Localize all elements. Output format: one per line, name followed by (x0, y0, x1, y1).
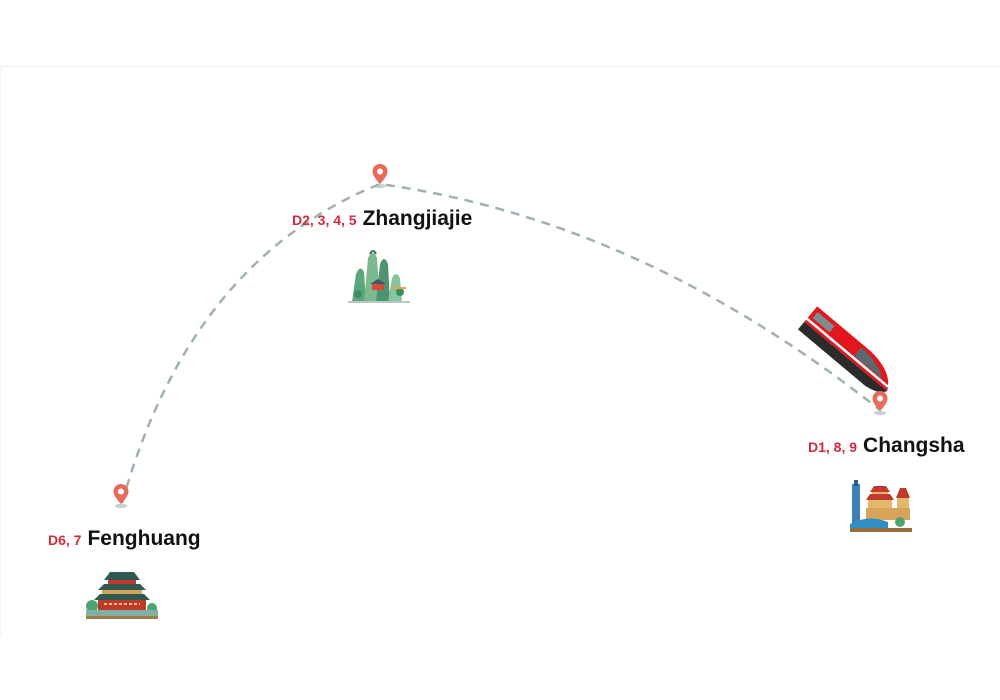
city-landmark-icon (850, 480, 912, 532)
pagoda-landmark-icon (86, 572, 158, 619)
stop-label-changsha[interactable]: D1, 8, 9 Changsha (808, 434, 965, 458)
stop-city: Fenghuang (87, 527, 201, 550)
stop-label-zhangjiajie[interactable]: D2, 3, 4, 5 Zhangjiajie (292, 207, 472, 231)
stop-days: D6, 7 (48, 532, 82, 548)
high-speed-train-icon (797, 306, 889, 393)
stop-days: D1, 8, 9 (808, 439, 858, 455)
map-panel (0, 66, 1000, 636)
location-pin-icon[interactable] (112, 483, 130, 509)
stop-days: D2, 3, 4, 5 (292, 212, 357, 228)
location-pin-icon[interactable] (871, 390, 889, 416)
stop-city: Zhangjiajie (362, 207, 473, 230)
mountain-landmark-icon (348, 250, 410, 303)
stop-city: Changsha (863, 434, 965, 457)
stop-label-fenghuang[interactable]: D6, 7 Fenghuang (48, 527, 201, 551)
location-pin-icon[interactable] (371, 163, 389, 189)
route-line (120, 182, 881, 504)
